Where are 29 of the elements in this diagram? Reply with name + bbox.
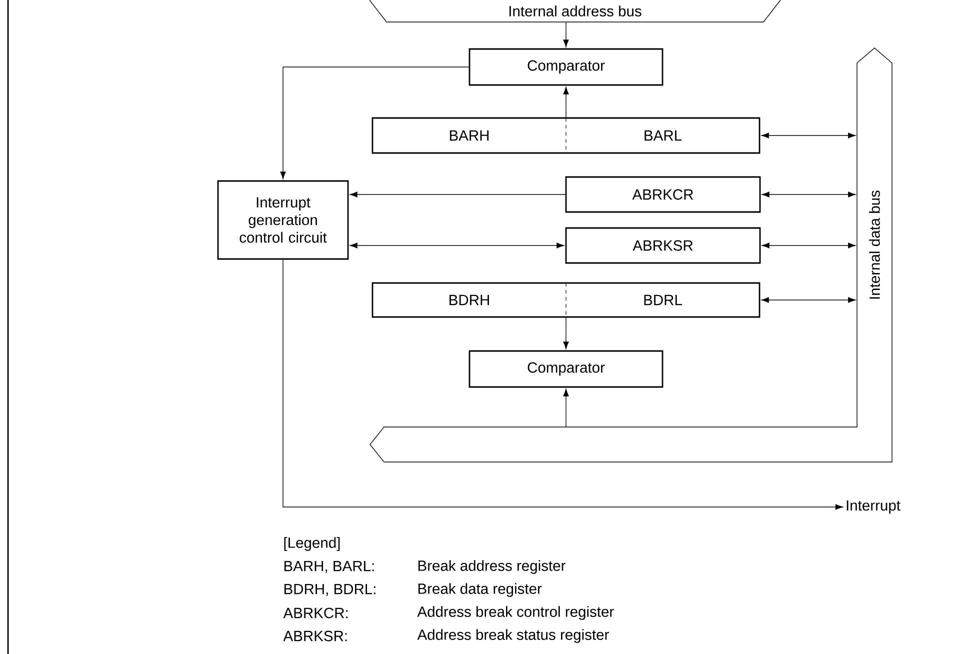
legend-description: Break data register [418, 583, 542, 597]
block-box: Comparator [468, 350, 664, 388]
legend-description: Address break status register [417, 629, 609, 643]
legend-key: ABRKSR: [283, 630, 347, 642]
legend-description: Address break control register [417, 606, 614, 620]
arrow [762, 242, 856, 248]
block-box: Interrupt generation control circuit [217, 180, 349, 260]
block-box: ABRKSR [565, 227, 761, 264]
arrow [762, 192, 856, 198]
register-box: BARH BARL [372, 117, 760, 154]
arrow [563, 86, 569, 118]
arrow [350, 242, 564, 248]
arrow [761, 297, 856, 303]
legend-key: BDRH, BDRL: [284, 584, 376, 596]
arrow [761, 132, 856, 138]
register-box: BDRH BDRL [372, 282, 760, 318]
block-box: Comparator [468, 48, 664, 86]
arrow [350, 192, 566, 198]
arrow [282, 259, 843, 510]
arrow [563, 388, 569, 428]
arrow [563, 317, 569, 350]
legend-description: Break address register [418, 560, 566, 574]
signal-label: Interrupt [846, 500, 900, 514]
legend-heading: [Legend] [284, 537, 340, 551]
arrow [280, 66, 470, 180]
arrow [563, 22, 569, 48]
legend-key: ABRKCR: [283, 608, 348, 618]
block-box: ABRKCR [565, 176, 761, 213]
legend-key: BARH, BARL: [284, 560, 374, 574]
